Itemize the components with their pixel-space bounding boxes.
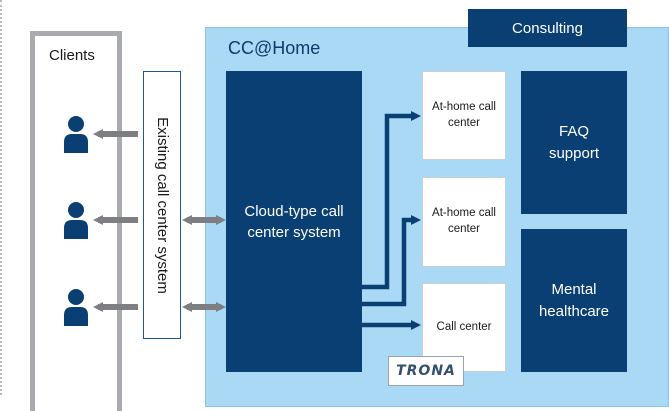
cloud-system-label: Cloud-type call center system [244, 202, 344, 241]
mental-healthcare-box: Mental healthcare [521, 229, 627, 372]
trona-logo: TRONA [388, 356, 464, 386]
arrow-to-at-home-2 [362, 215, 421, 307]
left-dotted-border [0, 0, 6, 395]
system-cloud-arrows [182, 215, 226, 312]
client-system-arrows [93, 129, 138, 312]
person-icon [64, 202, 88, 239]
connector-arrows [93, 111, 421, 330]
faq-support-label: FAQ support [548, 122, 600, 162]
cloud-system-box: Cloud-type call center system [226, 71, 362, 372]
consulting-label: Consulting [512, 19, 583, 37]
clients-label: Clients [49, 47, 95, 64]
arrow-to-at-home-1 [362, 111, 421, 290]
faq-support-box: FAQ support [521, 71, 627, 214]
call-center-label: Call center [436, 320, 492, 333]
existing-call-center-box [143, 71, 181, 339]
cloud-callcenter-arrows [362, 111, 421, 330]
person-icon [64, 289, 88, 326]
trona-logo-text: TRONA [396, 363, 456, 379]
at-home-call-center-label-2: At-home call center [432, 207, 496, 235]
cc-home-label: CC@Home [228, 38, 321, 58]
consulting-box: Consulting [468, 9, 627, 47]
at-home-call-center-box-2: At-home call center [422, 177, 506, 267]
mental-healthcare-label: Mental healthcare [538, 280, 610, 320]
person-icon [64, 116, 88, 153]
at-home-call-center-label-1: At-home call center [432, 100, 496, 129]
at-home-call-center-box-1: At-home call center [422, 71, 506, 160]
